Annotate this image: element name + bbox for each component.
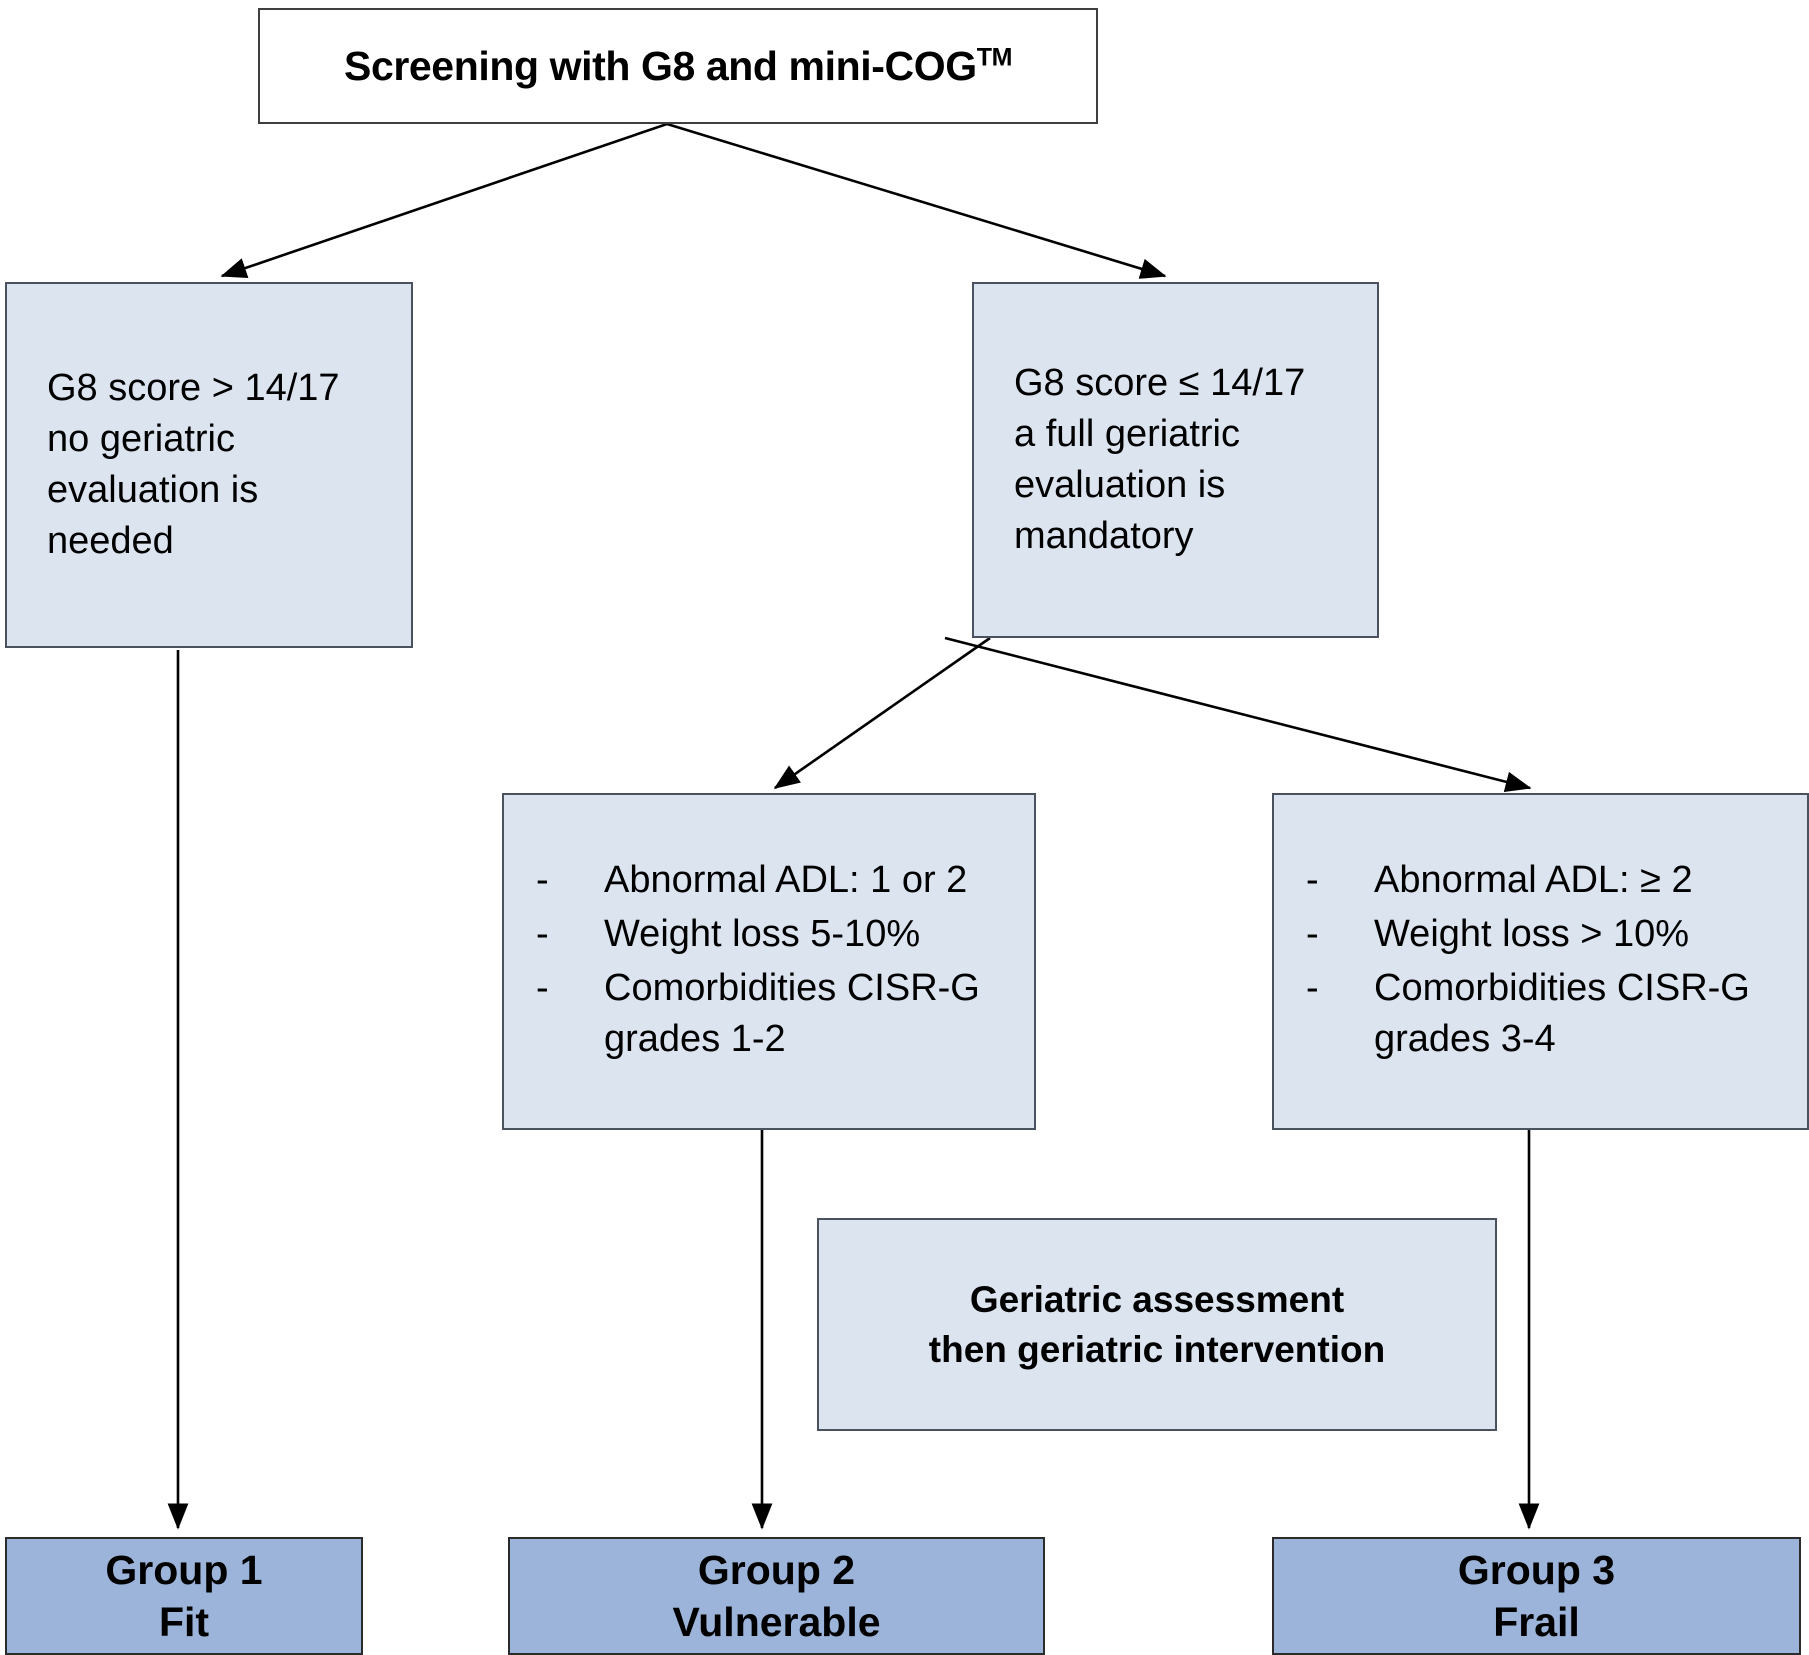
list-item-label: Abnormal ADL: 1 or 2: [604, 859, 968, 902]
list-item: - Abnormal ADL: ≥ 2: [1306, 855, 1789, 907]
list-item: - Abnormal ADL: 1 or 2: [536, 855, 1016, 907]
list-item-label: Comorbidities CISR-G grades 3-4: [1374, 966, 1750, 1061]
group-2-label: Group 2 Vulnerable: [672, 1546, 881, 1645]
bullet-dash-icon: -: [536, 966, 549, 1009]
bullet-dash-icon: -: [1306, 912, 1319, 955]
group-1-box[interactable]: Group 1 Fit: [5, 1537, 363, 1655]
bullet-dash-icon: -: [1306, 859, 1319, 902]
vulnerable-criteria-box[interactable]: - Abnormal ADL: 1 or 2 - Weight loss 5-10%…: [502, 793, 1036, 1130]
list-item-label: Comorbidities CISR-G grades 1-2: [604, 966, 980, 1061]
g8-score-low-box[interactable]: G8 score ≤ 14/17 a full geriatric evalua…: [972, 282, 1379, 638]
group-1-label: Group 1 Fit: [105, 1546, 263, 1645]
bullet-dash-icon: -: [536, 859, 549, 902]
group-3-box[interactable]: Group 3 Frail: [1272, 1537, 1801, 1655]
list-item-label: Abnormal ADL: ≥ 2: [1374, 859, 1693, 902]
list-item: - Weight loss 5-10%: [536, 909, 1016, 961]
bullet-dash-icon: -: [536, 912, 549, 955]
g8-score-high-box[interactable]: G8 score > 14/17 no geriatric evaluation…: [5, 282, 413, 648]
bullet-dash-icon: -: [1306, 966, 1319, 1009]
frail-criteria-box[interactable]: - Abnormal ADL: ≥ 2 - Weight loss > 10% - C…: [1272, 793, 1809, 1130]
list-item: - Comorbidities CISR-G grades 1-2: [536, 963, 1016, 1066]
g8-score-low-text: G8 score ≤ 14/17 a full geriatric evalua…: [1014, 362, 1306, 557]
edge-title-to-g8-low: [666, 122, 1167, 279]
screening-title-box[interactable]: Screening with G8 and mini-COGTM: [258, 8, 1098, 124]
group-2-box[interactable]: Group 2 Vulnerable: [508, 1537, 1045, 1655]
edge-g8-low-to-vulnerable: [773, 636, 991, 790]
group-3-label: Group 3 Frail: [1457, 1546, 1616, 1645]
frail-criteria-list: - Abnormal ADL: ≥ 2 - Weight loss > 10% - C…: [1274, 855, 1807, 1068]
g8-score-high-text: G8 score > 14/17 no geriatric evaluation…: [47, 367, 340, 562]
list-item: - Comorbidities CISR-G grades 3-4: [1306, 963, 1789, 1066]
list-item-label: Weight loss > 10%: [1374, 912, 1690, 955]
geriatric-assessment-box[interactable]: Geriatric assessment then geriatric inte…: [817, 1218, 1497, 1431]
screening-title-text: Screening with G8 and mini-COGTM: [344, 42, 1012, 89]
list-item-label: Weight loss 5-10%: [604, 912, 921, 955]
list-item: - Weight loss > 10%: [1306, 909, 1789, 961]
vulnerable-criteria-list: - Abnormal ADL: 1 or 2 - Weight loss 5-10%…: [504, 855, 1034, 1068]
edge-title-to-g8-high: [220, 122, 668, 278]
edge-g8-low-to-frail: [944, 636, 1532, 793]
geriatric-assessment-text: Geriatric assessment then geriatric inte…: [928, 1278, 1386, 1370]
